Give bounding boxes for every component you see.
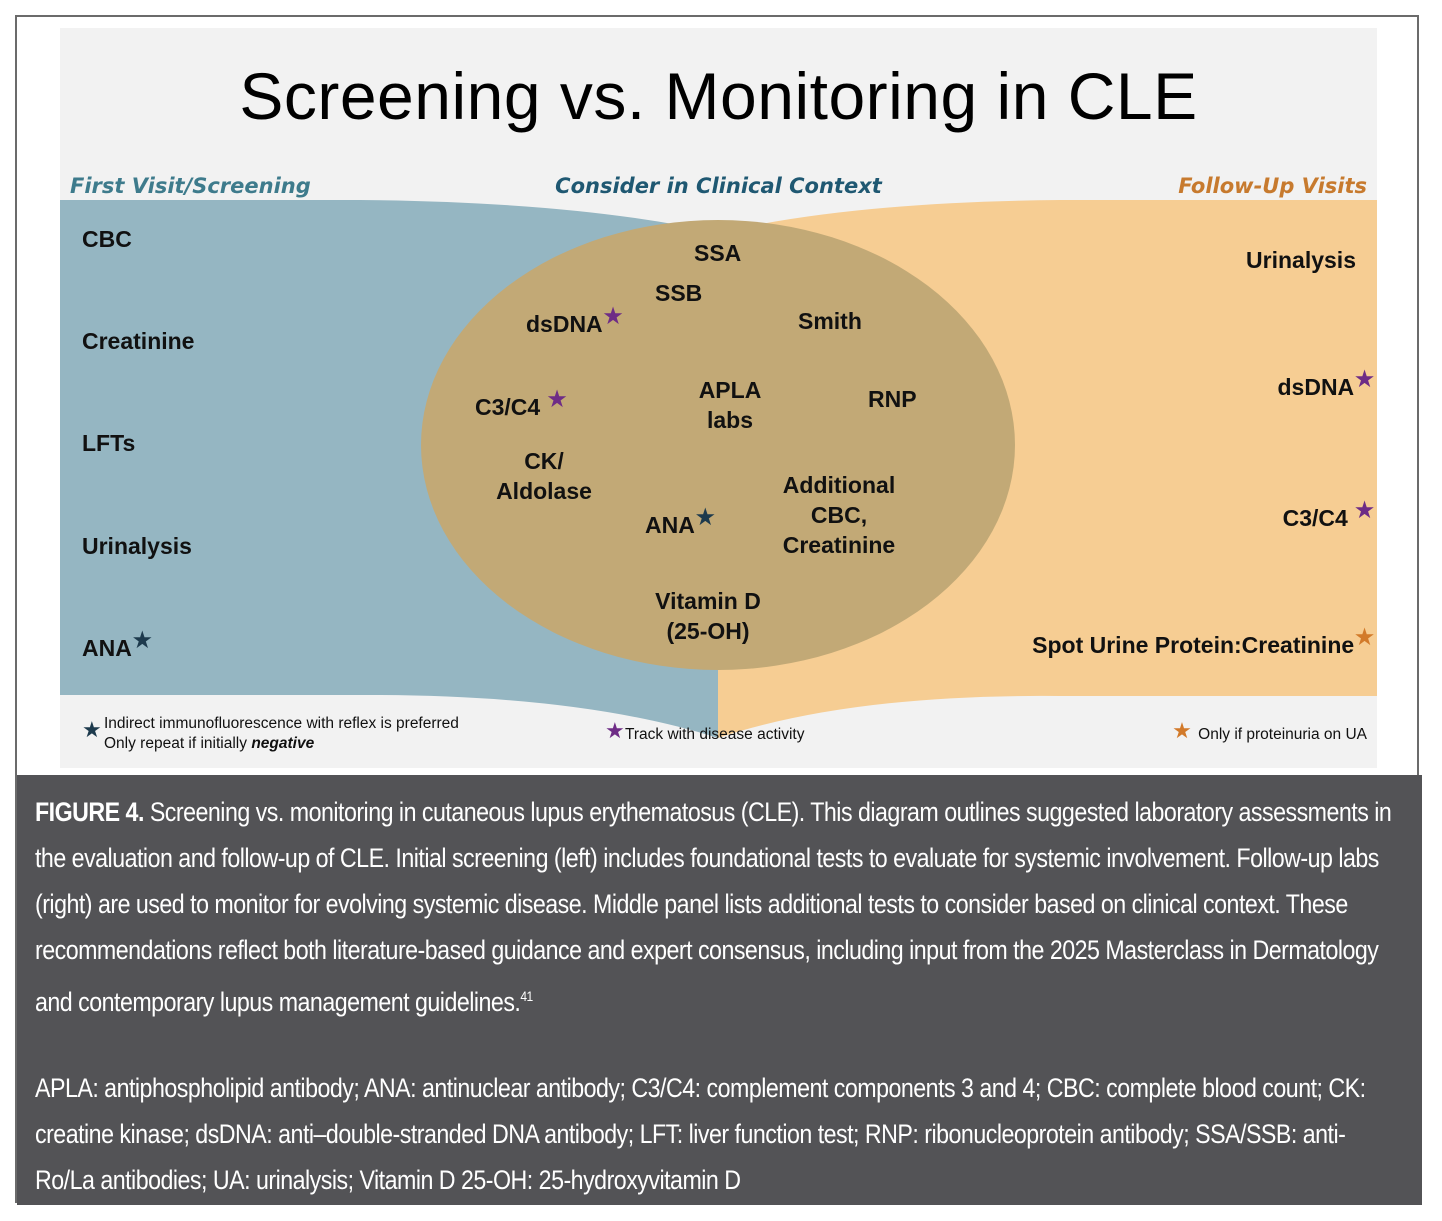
- figure-caption: FIGURE 4. Screening vs. monitoring in cu…: [17, 775, 1422, 1205]
- legend-item-navy: ★ Indirect immunofluorescence with refle…: [82, 714, 459, 754]
- followup-item: C3/C4 ★: [1282, 499, 1374, 535]
- item-label-line: (25-OH): [666, 618, 750, 644]
- screening-item: LFTs: [82, 428, 135, 458]
- star-icon-purple: ★: [1355, 499, 1374, 522]
- heading-follow-up: Follow-Up Visits: [1178, 174, 1367, 198]
- legend-text-emphasis: negative: [251, 735, 315, 752]
- context-item: Vitamin D (25-OH): [638, 586, 778, 646]
- item-label: SSB: [655, 280, 703, 306]
- heading-first-visit: First Visit/Screening: [70, 174, 311, 198]
- star-icon-orange: ★: [1355, 626, 1374, 649]
- diagram-title: Screening vs. Monitoring in CLE: [239, 59, 1198, 133]
- context-item: SSA: [694, 238, 741, 268]
- context-ellipse: [421, 220, 1015, 670]
- star-icon-purple: ★: [605, 718, 625, 743]
- star-icon-navy: ★: [82, 717, 102, 742]
- item-label: SSA: [694, 240, 742, 266]
- item-label-line: APLA: [698, 377, 762, 403]
- legend-text: Indirect immunofluorescence with reflex …: [104, 715, 459, 732]
- context-item: SSB: [655, 278, 702, 308]
- context-item: ANA★: [645, 506, 715, 542]
- followup-item: dsDNA★: [1277, 368, 1375, 404]
- item-label: Creatinine: [82, 328, 195, 354]
- reference-number: 41: [520, 988, 533, 1004]
- item-label-line: Additional: [782, 472, 896, 498]
- followup-item: Spot Urine Protein:Creatinine★: [1032, 626, 1374, 662]
- item-label: ANA: [82, 635, 132, 661]
- followup-item: Urinalysis: [1246, 245, 1356, 275]
- legend-item-purple: ★ Track with disease activity: [605, 720, 805, 745]
- item-label: Spot Urine Protein:Creatinine: [1032, 632, 1355, 658]
- context-item: C3/C4 ★: [475, 388, 566, 424]
- context-item: dsDNA★: [526, 305, 623, 341]
- item-label: dsDNA: [1277, 374, 1355, 400]
- item-label-line: Vitamin D: [655, 588, 761, 614]
- screening-item: ANA★: [82, 629, 152, 665]
- item-label: dsDNA: [526, 311, 603, 337]
- abbreviations: APLA: antiphospholipid antibody; ANA: an…: [35, 1073, 1366, 1195]
- legend-text: Track with disease activity: [625, 726, 805, 743]
- item-label: C3/C4: [475, 394, 541, 420]
- legend-text-prefix: Only repeat if initially: [104, 735, 252, 752]
- item-label: ANA: [645, 512, 695, 538]
- item-label: Smith: [798, 308, 862, 334]
- screening-item: CBC: [82, 224, 132, 254]
- item-label: LFTs: [82, 430, 136, 456]
- item-label-line: CK/: [524, 448, 564, 474]
- star-icon-purple: ★: [603, 305, 623, 328]
- star-icon-purple: ★: [1355, 368, 1374, 391]
- figure-label: FIGURE 4.: [35, 797, 144, 827]
- context-item: CK/Aldolase: [484, 446, 604, 506]
- item-label: CBC: [82, 226, 132, 252]
- context-item: RNP: [868, 384, 917, 414]
- item-label-line: labs: [706, 407, 754, 433]
- item-label-line: CBC,: [810, 502, 868, 528]
- item-label: Urinalysis: [82, 533, 192, 559]
- star-icon-navy: ★: [132, 629, 152, 652]
- star-icon-purple: ★: [547, 388, 567, 411]
- star-icon-navy: ★: [695, 506, 715, 529]
- heading-clinical-context: Consider in Clinical Context: [555, 174, 882, 198]
- item-label-line: Aldolase: [496, 478, 592, 504]
- legend-text: Only repeat if initially negative: [104, 734, 459, 754]
- venn-shapes: [60, 200, 1377, 738]
- screening-item: Creatinine: [82, 326, 194, 356]
- item-label: C3/C4: [1282, 505, 1348, 531]
- caption-text: FIGURE 4. Screening vs. monitoring in cu…: [35, 789, 1401, 1025]
- screening-item: Urinalysis: [82, 531, 192, 561]
- item-label: Urinalysis: [1246, 247, 1356, 273]
- context-item: Smith: [798, 306, 862, 336]
- context-item: APLA labs: [680, 375, 780, 435]
- legend-text: Only if proteinuria on UA: [1198, 726, 1367, 743]
- item-label: RNP: [868, 386, 917, 412]
- diagram-panel: Screening vs. Monitoring in CLE First Vi…: [60, 28, 1377, 768]
- star-icon-orange: ★: [1172, 718, 1192, 743]
- item-label-line: Creatinine: [782, 532, 896, 558]
- caption-body: Screening vs. monitoring in cutaneous lu…: [35, 797, 1392, 1017]
- legend-item-orange: ★ Only if proteinuria on UA: [1172, 720, 1367, 745]
